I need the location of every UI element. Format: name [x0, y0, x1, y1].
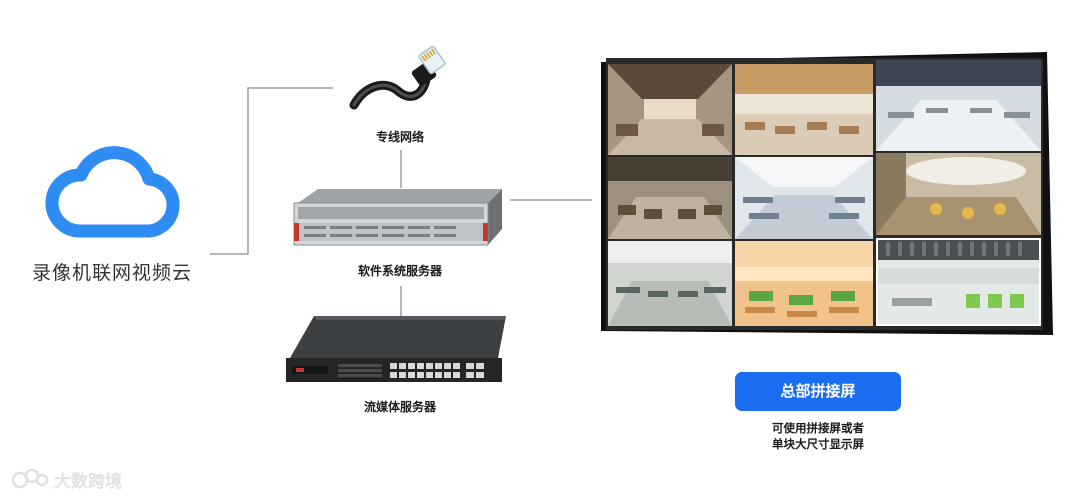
canteen-tile-6	[876, 153, 1041, 235]
canteen-tile-2	[735, 64, 873, 155]
canteen-tile-3	[876, 60, 1041, 151]
cloud-icon	[45, 145, 185, 241]
canteen-tile-4	[608, 157, 732, 239]
hq-video-wall-button[interactable]: 总部拼接屏	[735, 372, 901, 411]
canteen-tile-9	[876, 238, 1041, 326]
software-server-label: 软件系统服务器	[330, 262, 470, 279]
video-wall-screen	[606, 58, 1043, 330]
cloud-label: 录像机联网视频云	[32, 258, 192, 285]
streaming-server-node	[282, 310, 517, 392]
software-server-node	[288, 185, 513, 255]
watermark: 大数跨境	[10, 465, 150, 491]
ethernet-cable-icon	[340, 45, 460, 120]
network-switch-icon	[282, 310, 517, 392]
streaming-server-label: 流媒体服务器	[330, 398, 470, 415]
canteen-tile-5	[735, 157, 873, 239]
canteen-tile-1	[608, 64, 732, 155]
video-wall-note-line2: 单块大尺寸显示屏	[758, 436, 878, 452]
watermark-text: 大数跨境	[54, 467, 122, 492]
network-label: 专线网络	[360, 128, 440, 145]
canteen-tile-8	[735, 241, 873, 326]
canteen-tile-7	[608, 241, 732, 326]
watermark-logo-icon	[10, 466, 50, 490]
network-node	[340, 45, 460, 120]
video-wall-note-line1: 可使用拼接屏或者	[758, 420, 878, 436]
rack-server-icon	[288, 185, 513, 255]
